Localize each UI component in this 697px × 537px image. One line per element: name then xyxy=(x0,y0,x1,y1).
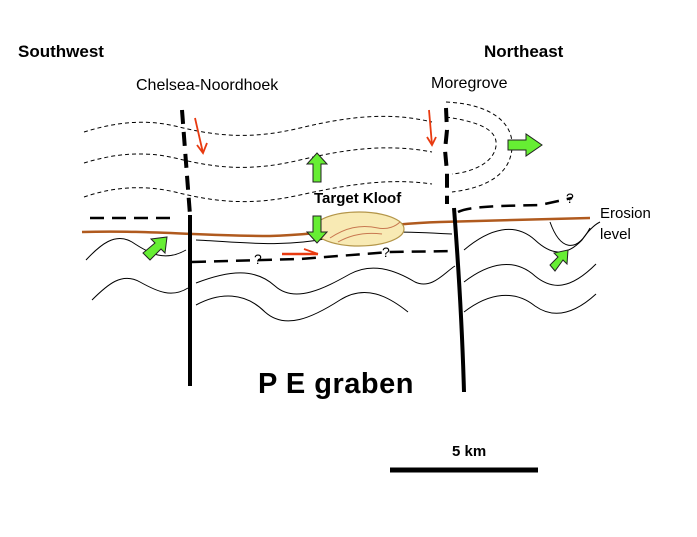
erosion-label-line-2: level xyxy=(600,226,631,243)
fold-line-right-3 xyxy=(463,293,597,314)
northeast-label: Northeast xyxy=(484,42,564,61)
erosion-level-label: Erosion level xyxy=(600,203,651,245)
red-arrow-lower xyxy=(282,248,319,256)
lower-contact-left xyxy=(191,249,456,264)
eroded-fold-lines xyxy=(83,101,513,203)
fold-line-left-1 xyxy=(85,237,187,261)
hinge-loop-outer xyxy=(445,101,513,193)
red-arrows xyxy=(194,109,437,256)
upper-right-contact xyxy=(457,196,573,214)
red-arrow-right xyxy=(426,109,437,147)
moregrove-fault-dashed xyxy=(442,107,450,204)
target-kloof-zone xyxy=(313,211,405,247)
question-mark-upper-right: ? xyxy=(566,190,574,206)
eroded-fold-line-1 xyxy=(83,115,433,136)
target-structure-line xyxy=(337,232,383,243)
moregrove-fault-solid xyxy=(452,207,466,393)
target-structure-line xyxy=(329,221,401,239)
eroded-fold-line-3 xyxy=(83,181,433,203)
fold-line-right-2 xyxy=(463,263,597,286)
green-arrows xyxy=(142,133,569,272)
chelsea-noordhoek-fault-dashed xyxy=(180,109,192,216)
moregrove-fault-label: Moregrove xyxy=(431,75,508,92)
green-arrow-right xyxy=(507,133,543,157)
target-kloof-label: Target Kloof xyxy=(314,190,402,207)
green-arrow-diagonal-left xyxy=(142,236,168,261)
fold-line-center-3 xyxy=(195,292,409,322)
erosion-label-line-1: Erosion xyxy=(600,205,651,222)
eroded-fold-line-2 xyxy=(83,147,433,168)
question-mark-lower-right: ? xyxy=(382,244,390,260)
green-arrow-up xyxy=(305,152,329,183)
contact-lines xyxy=(90,196,573,264)
green-arrow-diagonal-right xyxy=(549,249,569,272)
faults xyxy=(180,107,466,393)
scale-bar-label: 5 km xyxy=(452,443,487,460)
southwest-label: Southwest xyxy=(18,42,104,61)
fold-line-center-2 xyxy=(195,265,456,295)
hinge-loop-inner xyxy=(445,116,497,175)
fold-line-right-1 xyxy=(463,221,601,253)
target-ellipse xyxy=(313,211,405,247)
graben-title: P E graben xyxy=(258,368,414,400)
red-arrow-left xyxy=(194,117,208,155)
chelsea-noordhoek-fault-label: Chelsea-Noordhoek xyxy=(136,77,279,94)
fold-line-right-trough xyxy=(549,221,591,246)
green-arrow-down xyxy=(305,215,329,244)
question-mark-lower-left: ? xyxy=(254,251,262,267)
fold-line-left-2 xyxy=(91,277,189,301)
